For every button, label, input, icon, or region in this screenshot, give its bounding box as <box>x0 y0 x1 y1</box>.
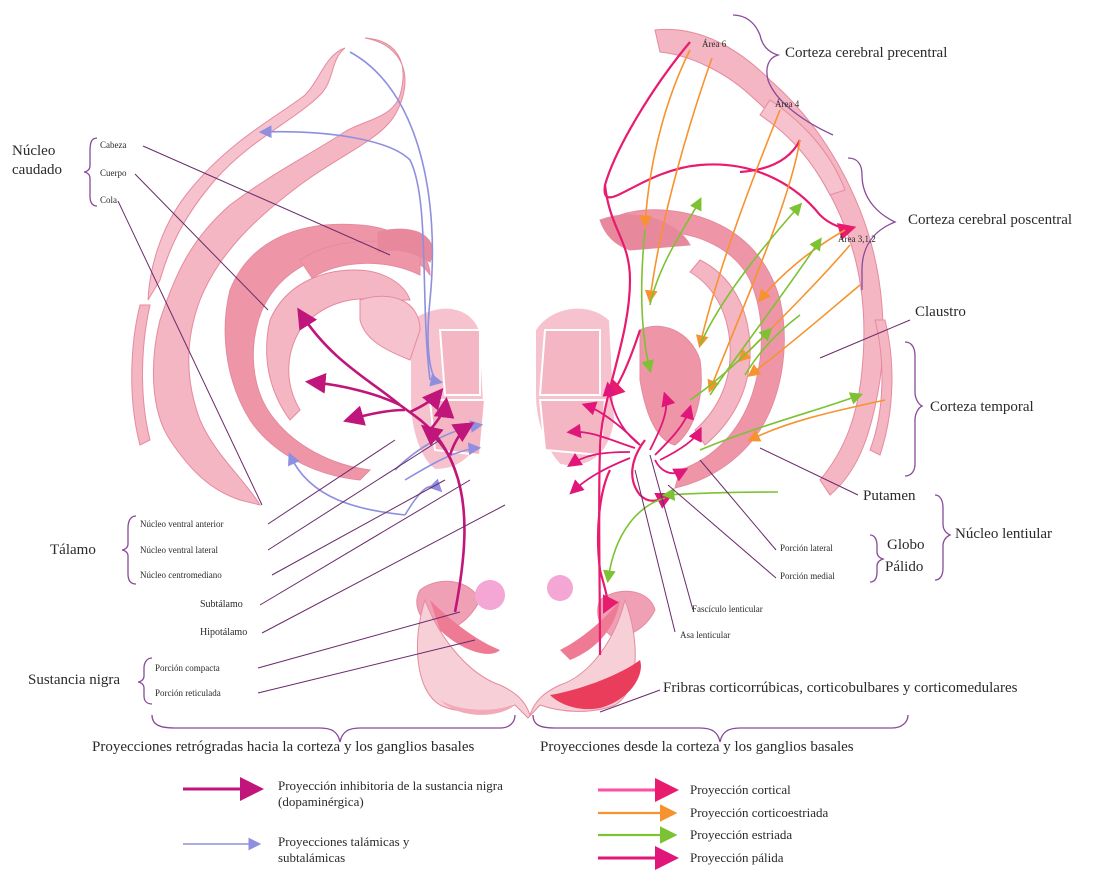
legend-cortical-label: Proyección cortical <box>690 783 791 796</box>
label-nucleo-ventral-lateral: Núcleo ventral lateral <box>140 546 218 555</box>
legend-thalamic-label: Proyecciones talámicas y subtalámicas <box>278 834 468 867</box>
label-porcion-reticulada: Porción reticulada <box>155 689 221 698</box>
legend-corticostriate-label: Proyección corticoestriada <box>690 806 828 819</box>
label-nucleo-ventral-anterior: Núcleo ventral anterior <box>140 520 223 529</box>
label-area-4: Área 4 <box>775 100 799 109</box>
label-nucleo-lentiular: Núcleo lentiular <box>955 527 1052 542</box>
label-area-6: Área 6 <box>702 40 726 49</box>
label-putamen: Putamen <box>863 489 916 504</box>
label-cola: Cola <box>100 196 117 205</box>
label-fasciculo-lenticular: Fascículo lenticular <box>692 605 763 614</box>
caption-left: Proyecciones retrógradas hacia la cortez… <box>92 740 474 755</box>
legend-striate-label: Proyección estriada <box>690 828 792 841</box>
label-claustro: Claustro <box>915 305 966 320</box>
label-subtalamo: Subtálamo <box>200 600 243 610</box>
label-porcion-compacta: Porción compacta <box>155 664 220 673</box>
left-hemisphere-tissue <box>132 38 485 631</box>
legend-pallidal-label: Proyección pálida <box>690 851 784 864</box>
legend-nigra-label: Proyección inhibitoria de la sustancia n… <box>278 778 518 811</box>
label-nucleo-centromediano: Núcleo centromediano <box>140 571 222 580</box>
label-cabeza: Cabeza <box>100 141 126 150</box>
label-porcion-medial: Porción medial <box>780 572 835 581</box>
label-asa-lenticular: Asa lenticular <box>680 631 730 640</box>
label-nucleo-caudado: Núcleo caudado <box>12 142 84 180</box>
label-corteza-precentral: Corteza cerebral precentral <box>785 46 947 61</box>
label-globo: Globo <box>887 538 925 553</box>
right-hemisphere-tissue <box>535 29 892 636</box>
label-palido: Pálido <box>885 560 923 575</box>
label-porcion-lateral: Porción lateral <box>780 544 833 553</box>
label-talamo: Tálamo <box>50 543 96 558</box>
caption-right: Proyecciones desde la corteza y los gang… <box>540 740 854 755</box>
label-corteza-poscentral: Corteza cerebral poscentral <box>908 213 1072 228</box>
label-sustancia-nigra: Sustancia nigra <box>28 673 120 688</box>
label-fibras: Fribras corticorrúbicas, corticobulbares… <box>663 681 1017 696</box>
label-area-312: Área 3,1,2 <box>838 235 876 244</box>
label-hipotalamo: Hipotálamo <box>200 628 247 638</box>
label-corteza-temporal: Corteza temporal <box>930 400 1034 415</box>
label-cuerpo: Cuerpo <box>100 169 127 178</box>
